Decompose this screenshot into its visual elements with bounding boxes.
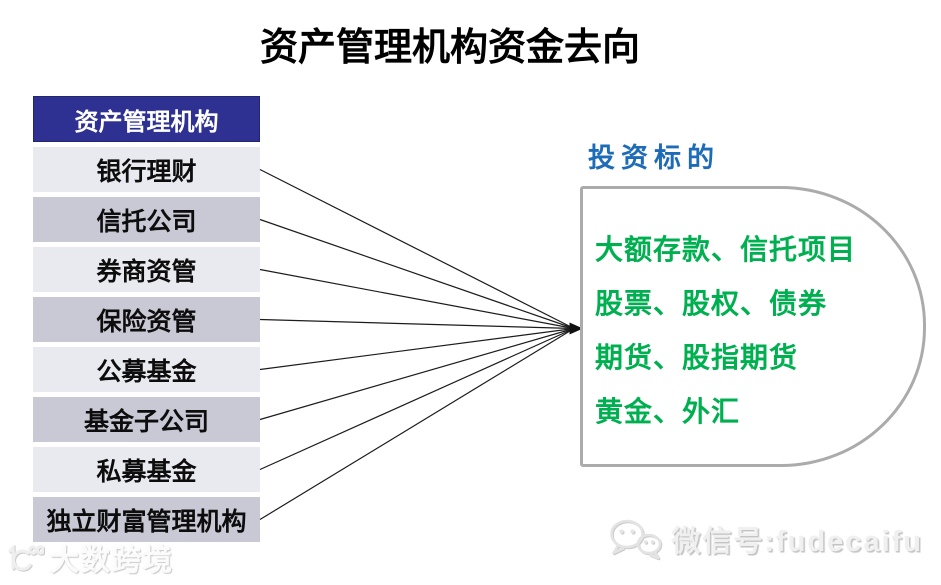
table-row: 私募基金 [33, 447, 260, 492]
table-row: 信托公司 [33, 197, 260, 242]
target-item: 大额存款、信托项目 [595, 233, 857, 266]
connector-line [259, 327, 575, 421]
table-header: 资产管理机构 [33, 96, 260, 142]
table-row: 基金子公司 [33, 397, 260, 442]
watermark-bottom-right: 微信号:fudecaifu [607, 517, 923, 561]
connector-line [259, 168, 575, 330]
connector-line [259, 318, 575, 330]
connector-line [259, 327, 575, 521]
target-item: 股票、股权、债券 [595, 287, 828, 320]
watermark-bottom-left: 大数跨境 [4, 537, 174, 579]
targets-label: 投资标的 [588, 143, 720, 174]
dashu-logo-icon [8, 544, 44, 571]
connector-line [259, 327, 575, 471]
wechat-icon [610, 519, 662, 560]
connector-line [259, 327, 575, 371]
table-row: 保险资管 [33, 297, 260, 342]
page-title: 资产管理机构资金去向 [259, 24, 640, 69]
connector-line [259, 268, 575, 330]
target-item: 期货、股指期货 [595, 341, 799, 374]
connector-line [259, 218, 575, 330]
table-row: 券商资管 [33, 247, 260, 292]
target-item: 黄金、外汇 [595, 395, 741, 428]
watermark-left-label: 大数跨境 [50, 545, 175, 577]
table-row: 银行理财 [33, 147, 260, 192]
table-row: 公募基金 [33, 347, 260, 392]
targets-shape: 大额存款、信托项目 股票、股权、债券 期货、股指期货 黄金、外汇 [580, 186, 926, 467]
institutions-table: 资产管理机构 银行理财 信托公司 券商资管 保险资管 公募基金 基金子公司 私募… [33, 96, 260, 542]
table-row: 独立财富管理机构 [33, 497, 260, 542]
watermark-right-label: 微信号:fudecaifu [671, 526, 923, 558]
